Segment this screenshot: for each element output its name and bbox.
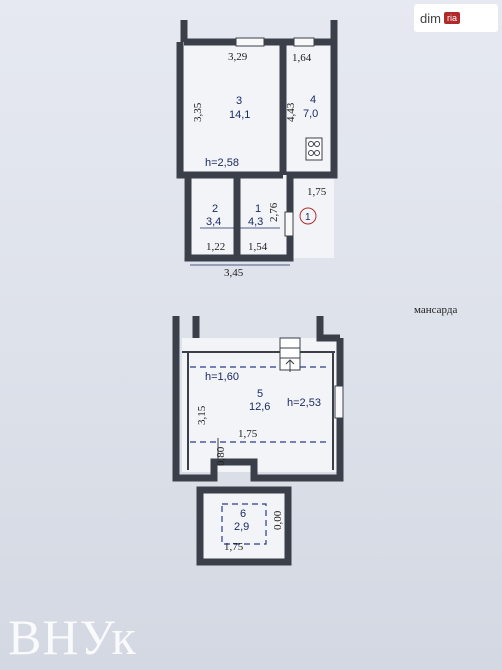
- stairs-arrow-icon: [285, 359, 295, 372]
- room3-number: 3: [236, 95, 242, 107]
- window-room4-top: [293, 37, 315, 47]
- dim-kitchen-depth: 4,43: [285, 102, 297, 122]
- attic-wall-stub-right: [316, 316, 340, 342]
- section-marker: [299, 207, 317, 225]
- room6-fill: [200, 490, 288, 562]
- attic-fill: [182, 338, 340, 472]
- ground-floor-outer-wall: [176, 38, 338, 262]
- room5-area: 12,6: [249, 401, 270, 413]
- window-attic-right: [334, 385, 344, 419]
- room3-area: 14,1: [229, 109, 250, 121]
- dim-bottom-a: 1,22: [206, 241, 225, 253]
- window-room3-top: [235, 37, 265, 47]
- door-entrance: [284, 211, 294, 237]
- dim-attic-width: 1,75: [238, 428, 258, 440]
- stove-burner-icon: [308, 150, 314, 156]
- attic-plan: h=1,60 5 12,6 h=2,53 3,15 1,75 0,80 6 2,…: [172, 316, 344, 566]
- room4-number: 4: [310, 94, 316, 106]
- dim-top-right: 1,64: [292, 52, 312, 64]
- room6-outer-wall: [196, 486, 292, 566]
- dim-top-left: 3,29: [228, 51, 248, 63]
- attic-height-low: h=1,60: [205, 371, 239, 383]
- room2-area: 3,4: [206, 216, 221, 228]
- agency-watermark: ВНУк: [8, 609, 137, 665]
- dim-attic-left: 3,15: [196, 405, 208, 425]
- section-marker-label: 1: [305, 212, 311, 223]
- dim-attic-niche: 0,80: [215, 446, 227, 466]
- room6-area: 2,9: [234, 521, 249, 533]
- logo-brand-text: ria: [443, 12, 460, 24]
- room1-number: 1: [255, 203, 261, 215]
- stove-burner-icon: [314, 150, 320, 156]
- dim-bottom-total: 3,45: [224, 267, 244, 279]
- room6-inner-dashed: [221, 503, 267, 545]
- dim-left: 3,35: [192, 102, 204, 122]
- room2-number: 2: [212, 203, 218, 215]
- room6-number: 6: [240, 508, 246, 520]
- dim-bottom-b: 1,54: [248, 241, 268, 253]
- room1-area: 4,3: [248, 216, 263, 228]
- dim-room6-width: 1,75: [224, 541, 244, 553]
- logo-site-text: dim: [420, 10, 441, 26]
- dim-right-ext: 1,75: [307, 186, 327, 198]
- ground-floor-height: h=2,58: [205, 157, 239, 169]
- dim-hall: 2,76: [268, 202, 280, 222]
- ground-floor-plan: 1 3 14,1 4 7,0 2 3,4 1 4,3 h=2,58 3,29 1…: [176, 20, 338, 279]
- attic-outer-wall: [172, 316, 344, 482]
- stove-burner-icon: [308, 141, 314, 147]
- room4-area: 7,0: [303, 108, 318, 120]
- dimria-logo[interactable]: dim ria: [414, 4, 498, 32]
- dim-room6-side: 0,00: [272, 510, 284, 530]
- attic-section-label: мансарда: [414, 304, 458, 316]
- attic-height-high: h=2,53: [287, 397, 321, 409]
- room5-number: 5: [257, 388, 263, 400]
- stove-icon: [305, 137, 323, 161]
- stove-burner-icon: [314, 141, 320, 147]
